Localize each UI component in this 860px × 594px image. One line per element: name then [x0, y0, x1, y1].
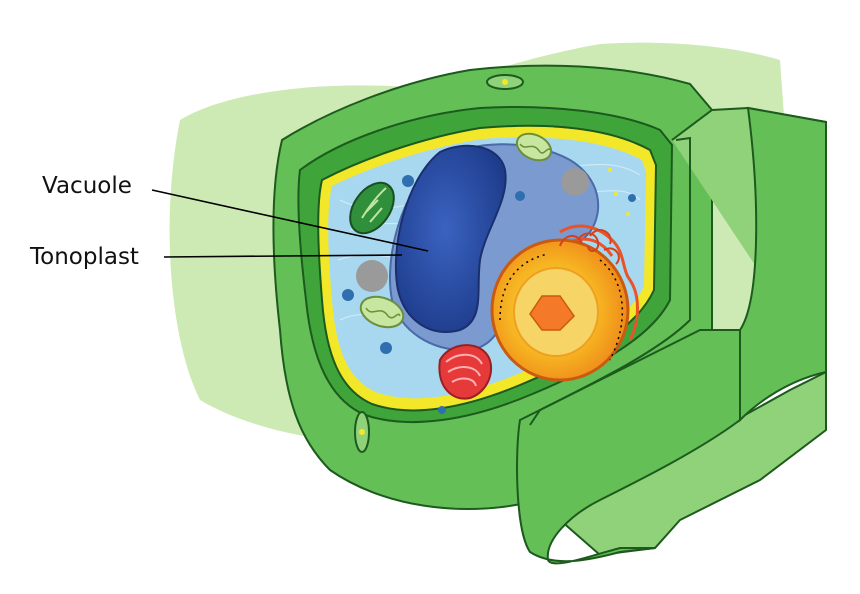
- vacuole-lumen: [394, 144, 507, 333]
- small-organelles: [342, 175, 636, 414]
- vesicle-2: [561, 168, 589, 196]
- label-vacuole: Vacuole: [42, 173, 132, 199]
- nucleus: [490, 238, 630, 382]
- vacuole-leader-line: [151, 189, 429, 252]
- vesicle: [356, 260, 388, 292]
- tonoplast-leader-line: [163, 254, 403, 258]
- chloroplast: [349, 181, 395, 235]
- plasmodesma-dot-2: [359, 429, 365, 435]
- cell-wall-bottom-face: [516, 329, 741, 565]
- golgi-apparatus: [438, 344, 493, 400]
- cell-wall-inner-edge: [529, 136, 691, 426]
- mitochondrion: [359, 295, 405, 329]
- label-tonoplast: Tonoplast: [30, 244, 139, 270]
- yellow-dots: [608, 168, 630, 216]
- rough-er: [559, 229, 620, 265]
- mitochondrion-2: [515, 132, 553, 162]
- plasmodesma-dot: [502, 79, 508, 85]
- nucleolus: [529, 295, 575, 331]
